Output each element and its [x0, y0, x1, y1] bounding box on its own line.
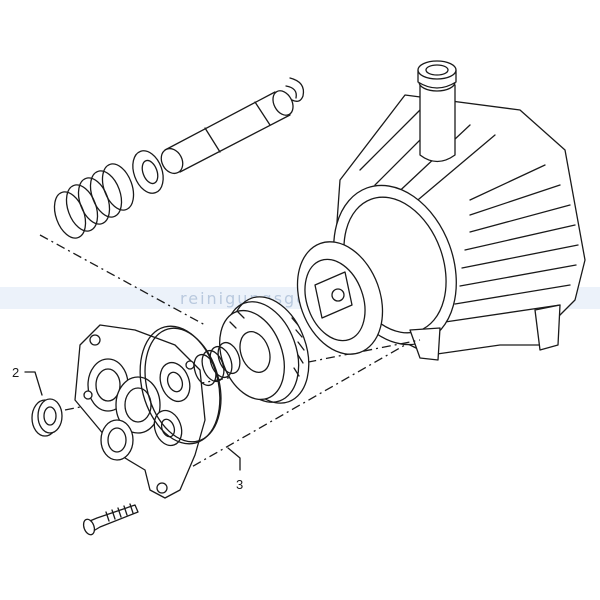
pump-head [74, 324, 206, 499]
bearing-ring [219, 296, 310, 404]
valve-springs [193, 341, 241, 387]
o-ring-seal [139, 325, 222, 445]
retaining-clip [285, 77, 305, 102]
cap-screw [82, 503, 139, 536]
callout-3: 3 [227, 447, 243, 492]
seal-ring-part-2 [31, 398, 63, 437]
swash-plate [296, 241, 384, 355]
callout-2-label: 2 [12, 365, 19, 380]
spring-washer [132, 150, 164, 194]
motor-cap [417, 60, 457, 163]
motor-housing [333, 94, 586, 361]
callout-2: 2 [12, 365, 43, 396]
callout-3-label: 3 [236, 477, 243, 492]
piston-spring [53, 163, 135, 239]
piston-rod [160, 90, 294, 175]
